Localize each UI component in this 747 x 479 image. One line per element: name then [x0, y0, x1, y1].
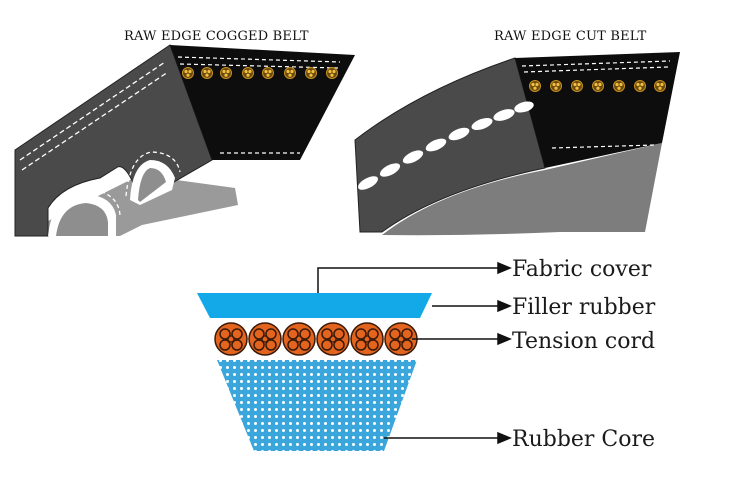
rubber-core-shape — [217, 360, 417, 451]
fabric-cover-label: Fabric cover — [512, 257, 652, 282]
tension-cords — [214, 322, 418, 356]
filler-rubber-label: Filler rubber — [512, 295, 656, 320]
filler-rubber-layer — [197, 293, 432, 318]
cogged-belt-illustration — [14, 44, 355, 237]
belt-cross-section — [197, 293, 432, 451]
callout-lines — [317, 261, 512, 445]
cogged-belt-title: RAW EDGE COGGED BELT — [124, 29, 309, 44]
tension-cord-label: Tension cord — [512, 329, 655, 354]
rubber-core-label: Rubber Core — [512, 427, 655, 452]
cut-belt-illustration — [354, 52, 680, 236]
cut-belt-title: RAW EDGE CUT BELT — [494, 29, 647, 44]
